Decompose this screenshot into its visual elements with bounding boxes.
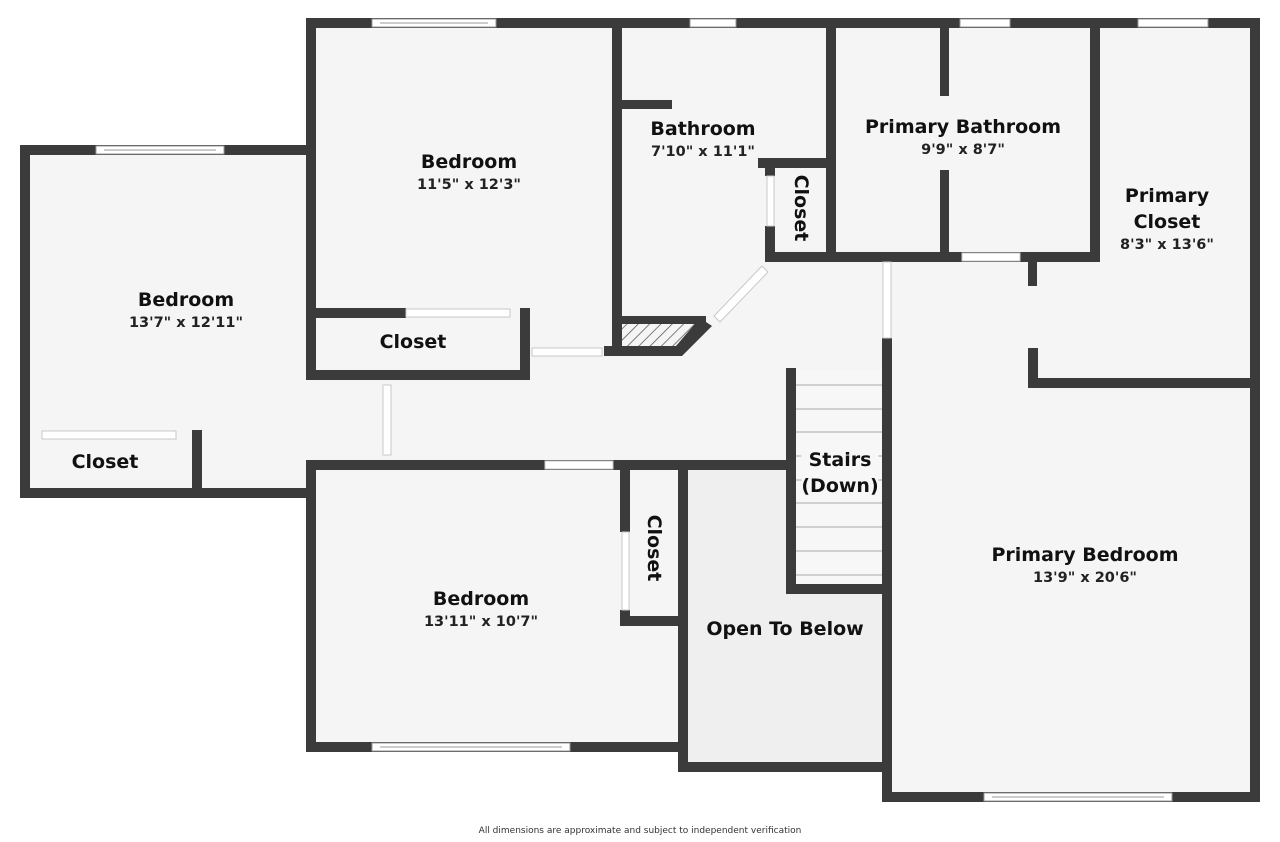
room-dimensions: 11'5" x 12'3" xyxy=(417,177,521,193)
room-label-primary-bedroom: Primary Bedroom 13'9" x 20'6" xyxy=(991,542,1178,588)
room-name: Primary Bathroom xyxy=(865,116,1061,138)
closet-name: Closet xyxy=(379,331,447,353)
stairs-line1: Stairs xyxy=(801,447,879,473)
room-dimensions: 8'3" x 13'6" xyxy=(1120,237,1214,253)
room-dimensions: 7'10" x 11'1" xyxy=(651,144,755,160)
room-name: Bedroom xyxy=(420,151,518,173)
floor-fills xyxy=(20,20,1258,800)
room-label-bathroom: Bathroom 7'10" x 11'1" xyxy=(650,116,755,162)
room-name: Open To Below xyxy=(706,618,864,640)
room-name-line1: Primary xyxy=(1124,185,1210,207)
closet-label-bathroom: Closet xyxy=(788,175,814,242)
room-name-line2: Closet xyxy=(1133,211,1201,233)
disclaimer-text: All dimensions are approximate and subje… xyxy=(478,826,802,836)
closet-name: Closet xyxy=(643,514,665,582)
room-label-bedroom-left: Bedroom 13'7" x 12'11" xyxy=(129,287,243,333)
room-label-primary-closet: Primary Closet 8'3" x 13'6" xyxy=(1120,183,1214,255)
room-name: Bathroom xyxy=(650,118,756,140)
closet-label-left-bedroom: Closet xyxy=(72,449,139,475)
room-dimensions: 9'9" x 8'7" xyxy=(921,142,1005,158)
room-label-primary-bathroom: Primary Bathroom 9'9" x 8'7" xyxy=(865,114,1061,160)
room-label-bedroom-lower: Bedroom 13'11" x 10'7" xyxy=(424,586,538,632)
windows xyxy=(95,18,1209,802)
room-label-bedroom-upper: Bedroom 11'5" x 12'3" xyxy=(417,149,521,195)
stairs-line2: (Down) xyxy=(801,473,879,499)
closet-name: Closet xyxy=(790,174,812,242)
room-name: Bedroom xyxy=(432,588,530,610)
room-label-open-to-below: Open To Below xyxy=(706,616,863,642)
room-dimensions: 13'9" x 20'6" xyxy=(1033,570,1137,586)
closet-name: Closet xyxy=(71,451,139,473)
doors xyxy=(41,175,1021,611)
room-dimensions: 13'11" x 10'7" xyxy=(423,614,539,630)
room-name: Primary Bedroom xyxy=(991,544,1179,566)
closet-label-upper-bedroom: Closet xyxy=(380,329,447,355)
closet-label-lower-bedroom: Closet xyxy=(641,515,667,582)
room-name: Bedroom xyxy=(137,289,235,311)
room-dimensions: 13'7" x 12'11" xyxy=(128,315,244,331)
room-label-stairs: Stairs (Down) xyxy=(801,447,879,499)
